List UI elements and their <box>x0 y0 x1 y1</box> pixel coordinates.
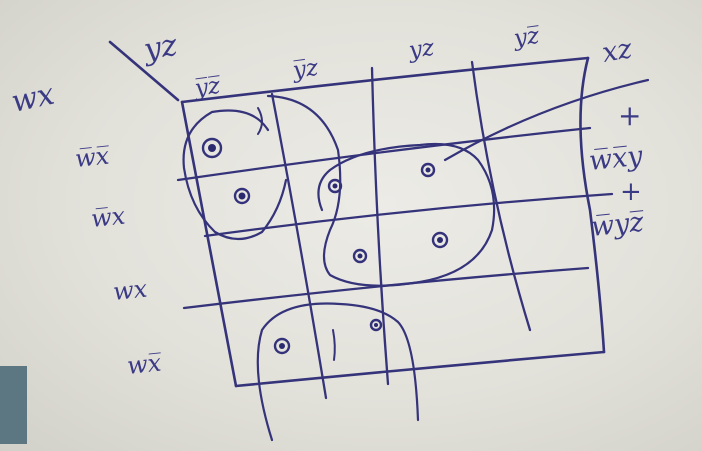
grid-right-edge <box>580 58 604 352</box>
row-vars-label: wx <box>8 77 57 120</box>
row-label-1: w̅x <box>90 202 127 233</box>
grid-left-edge <box>182 102 236 386</box>
grid-bottom-edge <box>236 352 604 386</box>
grid-col-line-3 <box>472 62 530 330</box>
grid-row-line-2 <box>205 194 612 236</box>
corner-tab-overlay <box>0 366 27 444</box>
grid-row-line-3 <box>184 268 588 308</box>
cell-mark-r2-c1 <box>354 250 366 262</box>
cell-mark-r3-c0 <box>275 339 289 353</box>
result-term-1: w̅x̅y <box>587 140 644 177</box>
col-label-2: yz <box>406 35 436 65</box>
row-label-2: wx <box>112 275 149 306</box>
result-plus-1: + <box>618 99 641 132</box>
grid-top-edge <box>182 58 588 102</box>
cell-mark-r1-c2 <box>422 164 434 176</box>
row-label-0: w̅x̅ <box>74 141 111 172</box>
col-label-1: y̅z <box>290 55 320 85</box>
result-plus-2: + <box>620 177 642 207</box>
ink-stroke-small <box>333 330 335 360</box>
row-label-3: wx̅ <box>126 348 163 379</box>
cell-mark-r0-c0 <box>203 139 221 157</box>
result-term-2: w̅yz̅ <box>589 207 646 243</box>
grid-row-line-1 <box>178 128 590 180</box>
cell-mark-r2-c2 <box>433 233 447 247</box>
col-label-3: yz̅ <box>511 23 541 53</box>
col-vars-label: yz <box>139 28 179 69</box>
grid-col-line-2 <box>372 68 388 384</box>
cell-mark-r1-c0 <box>235 189 249 203</box>
group-loop-left <box>184 110 286 239</box>
cell-mark-r3-c1 <box>371 320 381 330</box>
result-term-0: xz <box>600 33 635 69</box>
